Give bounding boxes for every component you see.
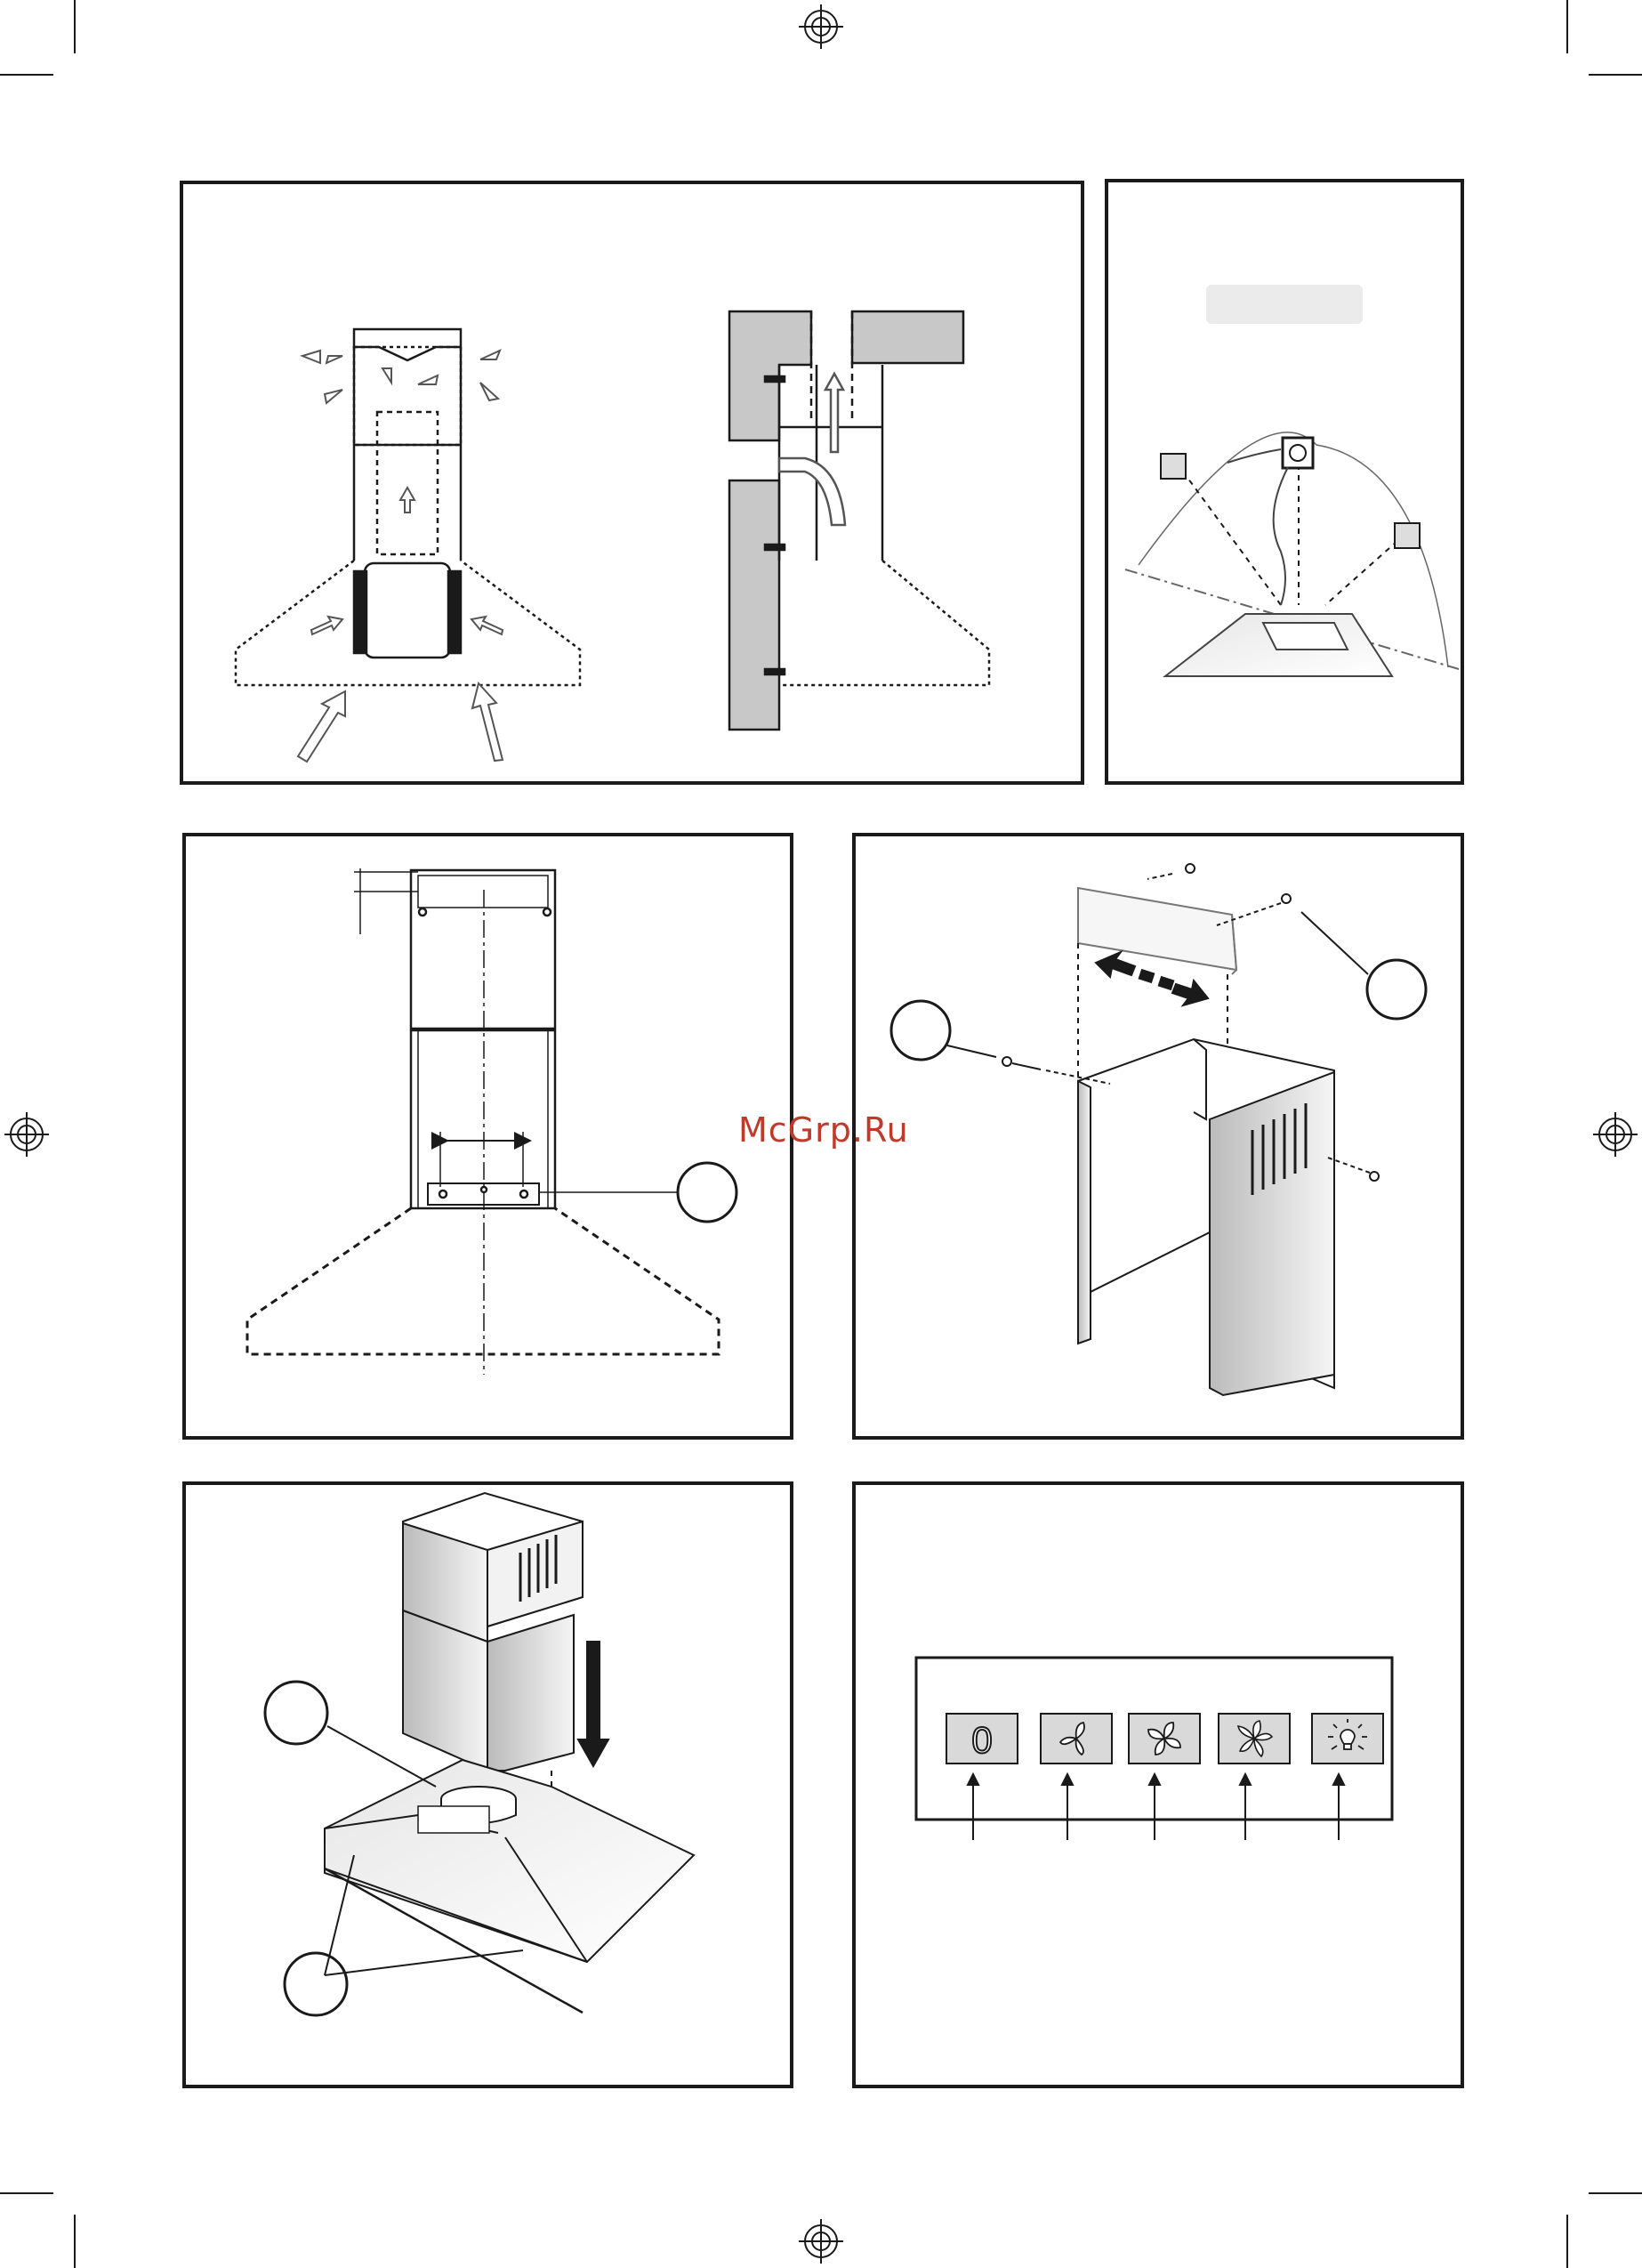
callout-circle-left <box>891 1001 950 1060</box>
frame-airflow <box>181 182 1083 783</box>
button-fan-speed-3[interactable] <box>1217 1712 1292 1765</box>
off-icon: 0 <box>971 1719 992 1761</box>
fig-airflow-recirculation <box>236 329 580 762</box>
fig-airflow-extraction <box>729 311 989 730</box>
svg-text:0: 0 <box>971 1719 992 1761</box>
down-arrow-icon <box>578 1642 608 1766</box>
frame-electrical <box>1107 181 1462 783</box>
frame-bracket-marking <box>184 835 792 1438</box>
callout-circle-top <box>265 1682 327 1744</box>
wall-socket-icon <box>1283 438 1313 468</box>
callout-circle <box>678 1163 736 1222</box>
registration-mark-top <box>799 4 843 49</box>
button-off[interactable]: 0 <box>945 1712 1019 1765</box>
button-fan-speed-1[interactable] <box>1039 1712 1114 1765</box>
button-fan-speed-2[interactable] <box>1127 1712 1202 1765</box>
registration-mark-bottom <box>799 2219 843 2264</box>
fig-chimney-install <box>265 1493 694 2015</box>
fig-electrical-connection <box>1125 285 1459 676</box>
callout-circle-right <box>1367 960 1426 1019</box>
socket-left-icon <box>1161 454 1186 479</box>
label-box <box>1206 285 1363 324</box>
registration-mark-left <box>4 1112 49 1157</box>
watermark-text: McGrp.Ru <box>738 1110 909 1150</box>
socket-right-icon <box>1395 523 1420 548</box>
registration-mark-right <box>1593 1112 1638 1157</box>
frame-control-panel <box>854 1483 1462 2086</box>
fig-bracket-chimney-screws <box>891 864 1426 1395</box>
callout-circle-bottom <box>285 1953 347 2015</box>
fig-bracket-marking <box>247 868 736 1375</box>
button-light[interactable] <box>1310 1712 1385 1765</box>
